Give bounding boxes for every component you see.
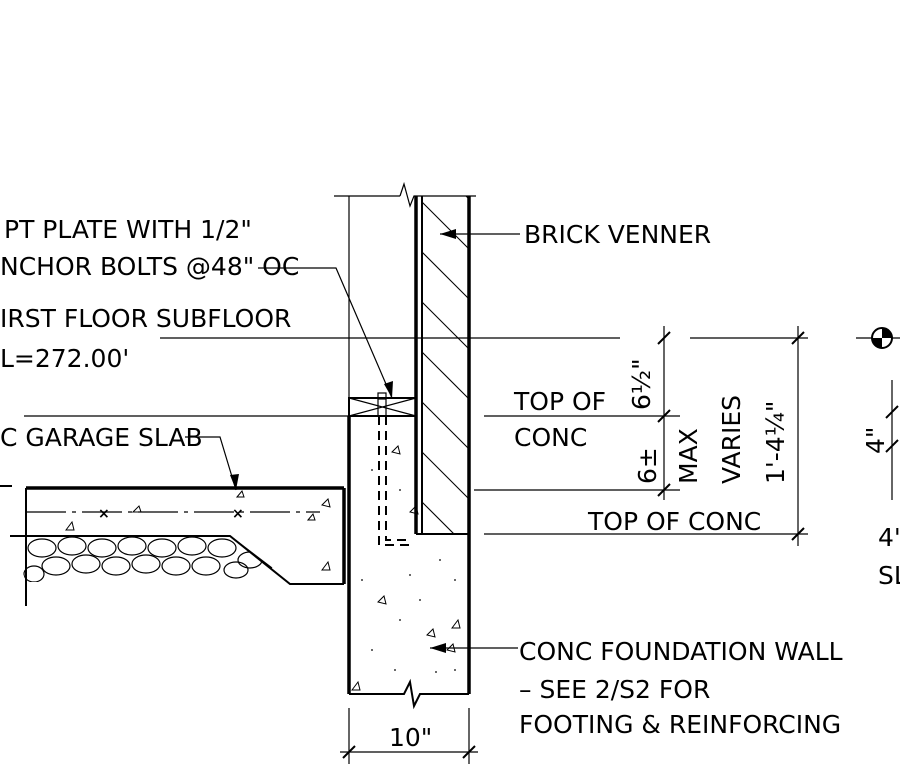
brick-hatch <box>422 196 469 534</box>
gravel-base <box>23 532 273 606</box>
dim-6-half: 6½" <box>627 358 656 410</box>
elevation-target-icon <box>871 327 893 349</box>
foundation-wall <box>347 416 471 710</box>
brick-veneer <box>414 196 471 535</box>
anchor-bolt <box>377 392 410 546</box>
plate-label-line1: PT PLATE WITH 1/2" <box>4 215 252 244</box>
dimension-lines <box>340 326 805 764</box>
right-partial-detail <box>856 327 900 500</box>
top-of-conc-label-line1: TOP OF <box>513 387 606 416</box>
concrete-stipple <box>351 445 461 691</box>
dim-10: 10" <box>389 723 432 752</box>
top-of-conc-label-line2: CONC <box>514 423 587 452</box>
edge-label-4: 4' <box>878 523 900 552</box>
brick-veneer-label: BRICK VENNER <box>524 220 711 249</box>
subfloor-label-line1: IRST FLOOR SUBFLOOR <box>0 304 291 333</box>
reference-lines <box>24 267 808 535</box>
leaders <box>185 229 520 653</box>
garage-slab: × × <box>0 485 346 585</box>
edge-label-sl: SL <box>878 561 900 590</box>
foundation-label-line1: CONC FOUNDATION WALL <box>519 637 843 666</box>
foundation-label-line2: – SEE 2/S2 FOR <box>519 675 710 704</box>
dim-1-4-quarter: 1'-4¼" <box>761 401 790 484</box>
dim-max-label: MAX <box>674 428 703 484</box>
plate-label-line2: NCHOR BOLTS @48" OC <box>0 252 299 281</box>
svg-text:×: × <box>232 506 244 522</box>
sill-plate <box>348 397 417 417</box>
subfloor-elevation-label: L=272.00' <box>0 344 129 373</box>
garage-slab-label: C GARAGE SLAB <box>0 423 203 452</box>
dim-varies-label: VARIES <box>717 395 746 484</box>
svg-text:×: × <box>98 506 110 522</box>
dim-6-plus-minus: 6± <box>633 447 662 484</box>
top-of-conc-label: TOP OF CONC <box>587 507 761 536</box>
stud-wall <box>334 181 476 398</box>
foundation-label-line3: FOOTING & REINFORCING <box>519 710 841 739</box>
dim-4: 4" <box>861 427 890 454</box>
